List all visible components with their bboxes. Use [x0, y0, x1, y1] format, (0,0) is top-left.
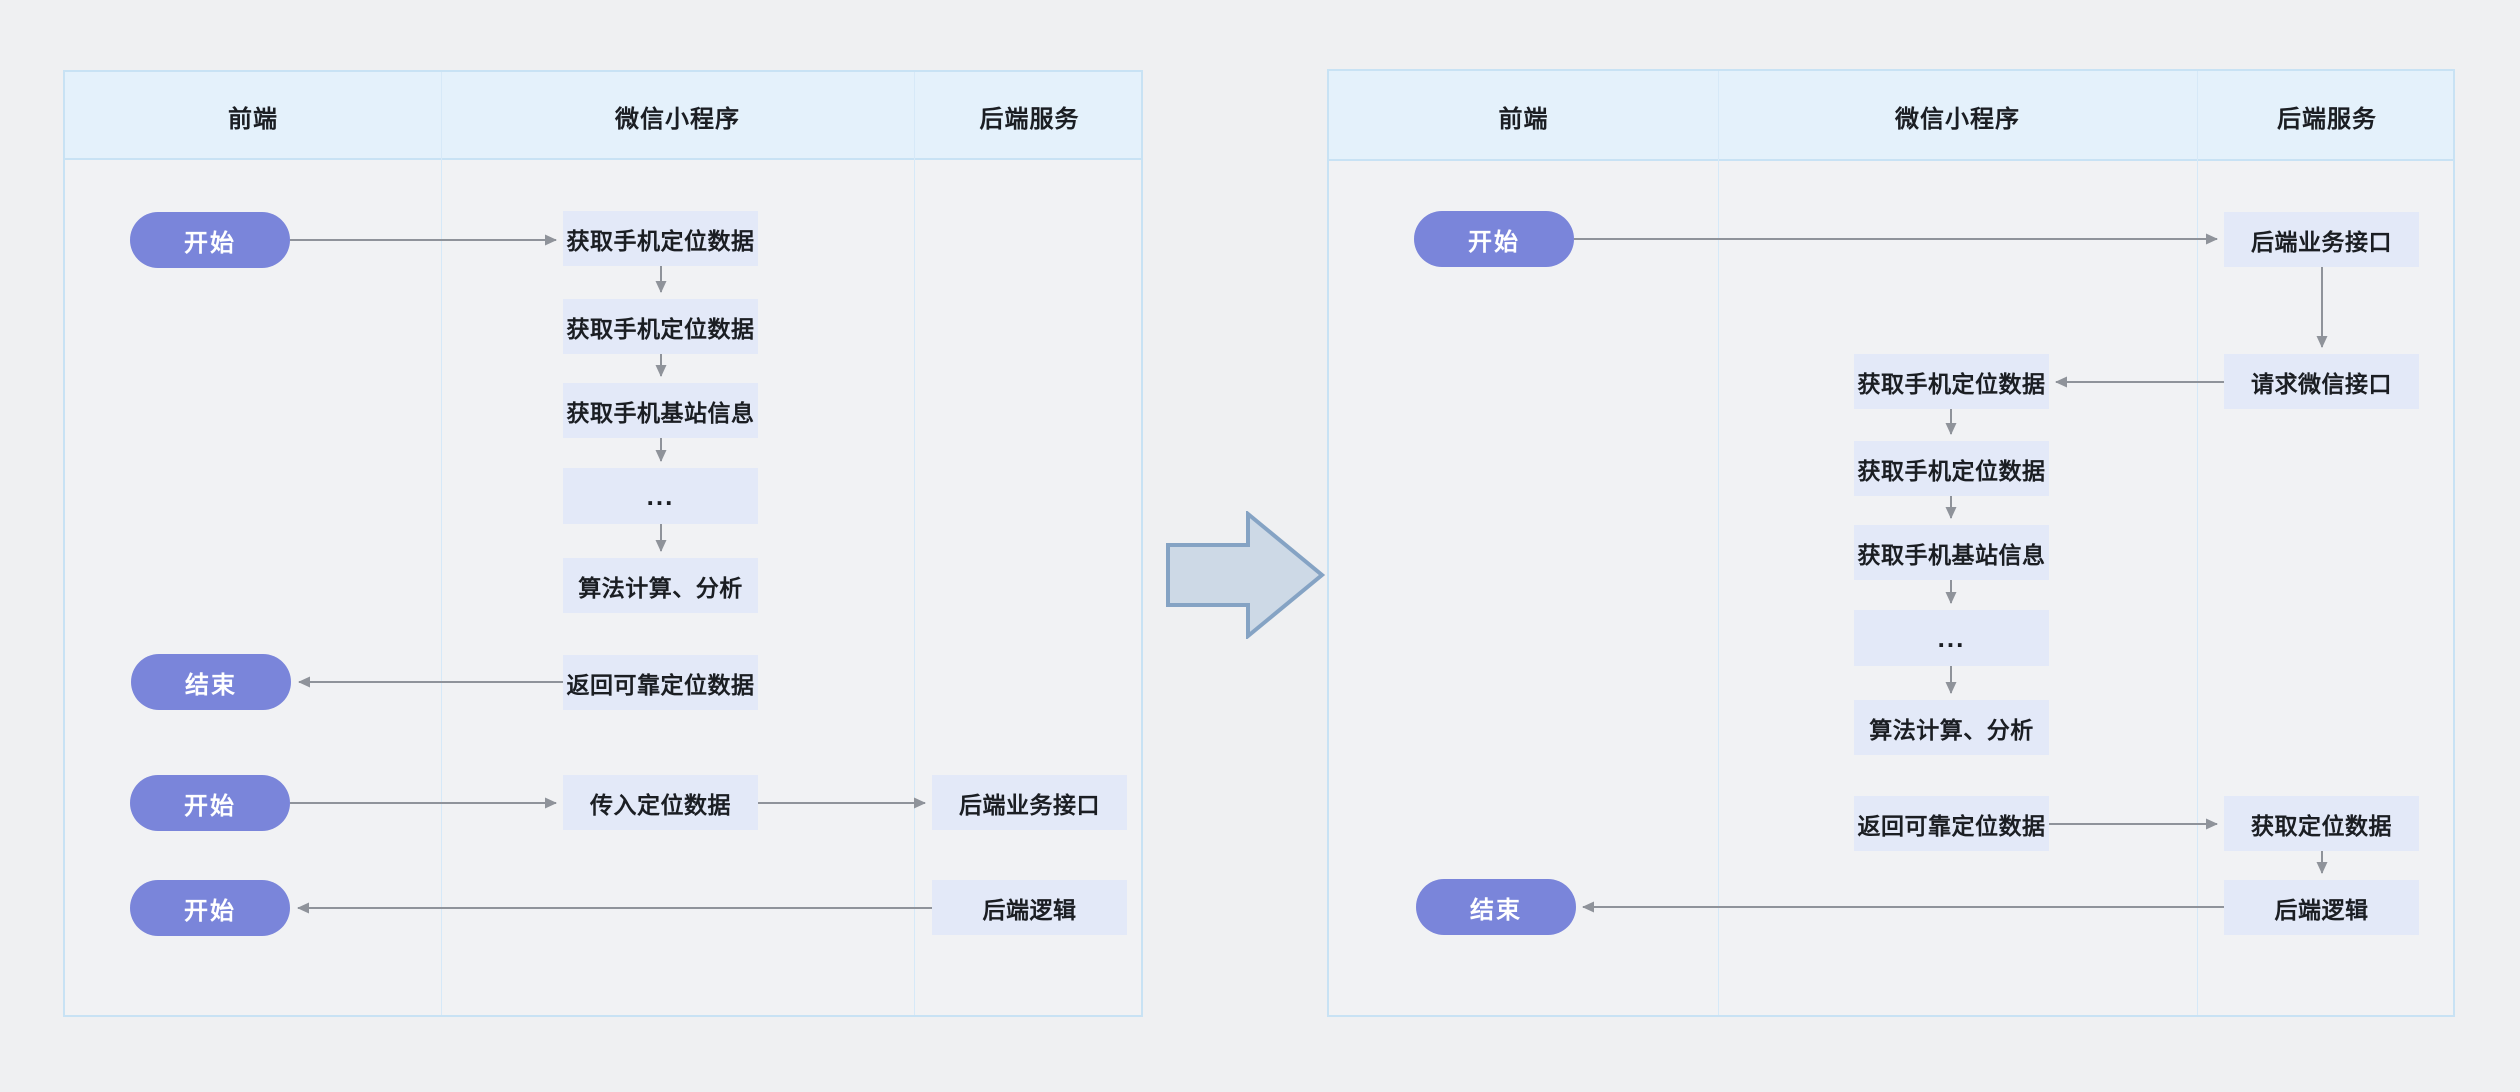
lane-header-row	[1329, 71, 2453, 161]
box-return-reliable-location[interactable]: 返回可靠定位数据	[1854, 796, 2049, 851]
lane-separator	[441, 72, 442, 1015]
start-pill-2[interactable]: 开始	[130, 775, 290, 831]
transform-arrow-icon	[1166, 511, 1326, 639]
box-backend-api[interactable]: 后端业务接口	[2224, 212, 2419, 267]
box-backend-api[interactable]: 后端业务接口	[932, 775, 1127, 830]
lane-separator	[2197, 71, 2198, 1015]
box-get-base-station-info[interactable]: 获取手机基站信息	[1854, 525, 2049, 580]
box-algorithm-analysis[interactable]: 算法计算、分析	[1854, 700, 2049, 755]
start-pill-1[interactable]: 开始	[130, 212, 290, 268]
box-backend-logic[interactable]: 后端逻辑	[2224, 880, 2419, 935]
box-ellipsis[interactable]: ...	[1854, 610, 2049, 666]
box-get-base-station-info[interactable]: 获取手机基站信息	[563, 383, 758, 438]
box-pass-location-data[interactable]: 传入定位数据	[563, 775, 758, 830]
box-return-reliable-location[interactable]: 返回可靠定位数据	[563, 655, 758, 710]
end-pill[interactable]: 结束	[131, 654, 291, 710]
lane-header-backend-service: 后端服务	[2277, 105, 2377, 133]
lane-header-row	[65, 72, 1141, 160]
lane-header-frontend: 前端	[1498, 105, 1549, 133]
box-get-phone-location-2[interactable]: 获取手机定位数据	[563, 299, 758, 354]
lane-header-backend-service: 后端服务	[979, 105, 1080, 133]
diagram-after-swimlane: 前端微信小程序后端服务开始后端业务接口请求微信接口获取手机定位数据获取手机定位数…	[1327, 69, 2455, 1017]
box-algorithm-analysis[interactable]: 算法计算、分析	[563, 558, 758, 613]
diagram-before-swimlane: 前端微信小程序后端服务开始获取手机定位数据获取手机定位数据获取手机基站信息...…	[63, 70, 1143, 1017]
lane-header-frontend: 前端	[228, 105, 278, 133]
box-get-location-data[interactable]: 获取定位数据	[2224, 796, 2419, 851]
box-get-phone-location-1[interactable]: 获取手机定位数据	[1854, 354, 2049, 409]
box-ellipsis[interactable]: ...	[563, 468, 758, 524]
box-get-phone-location-2[interactable]: 获取手机定位数据	[1854, 441, 2049, 496]
box-get-phone-location-1[interactable]: 获取手机定位数据	[563, 211, 758, 266]
lane-separator	[914, 72, 915, 1015]
start-pill[interactable]: 开始	[1414, 211, 1574, 267]
end-pill[interactable]: 结束	[1416, 879, 1576, 935]
lane-header-wechat-miniprogram: 微信小程序	[615, 105, 740, 133]
lane-header-wechat-miniprogram: 微信小程序	[1895, 105, 2020, 133]
box-request-wechat-api[interactable]: 请求微信接口	[2224, 354, 2419, 409]
lane-separator	[1718, 71, 1719, 1015]
box-backend-logic[interactable]: 后端逻辑	[932, 880, 1127, 935]
start-pill-3[interactable]: 开始	[130, 880, 290, 936]
